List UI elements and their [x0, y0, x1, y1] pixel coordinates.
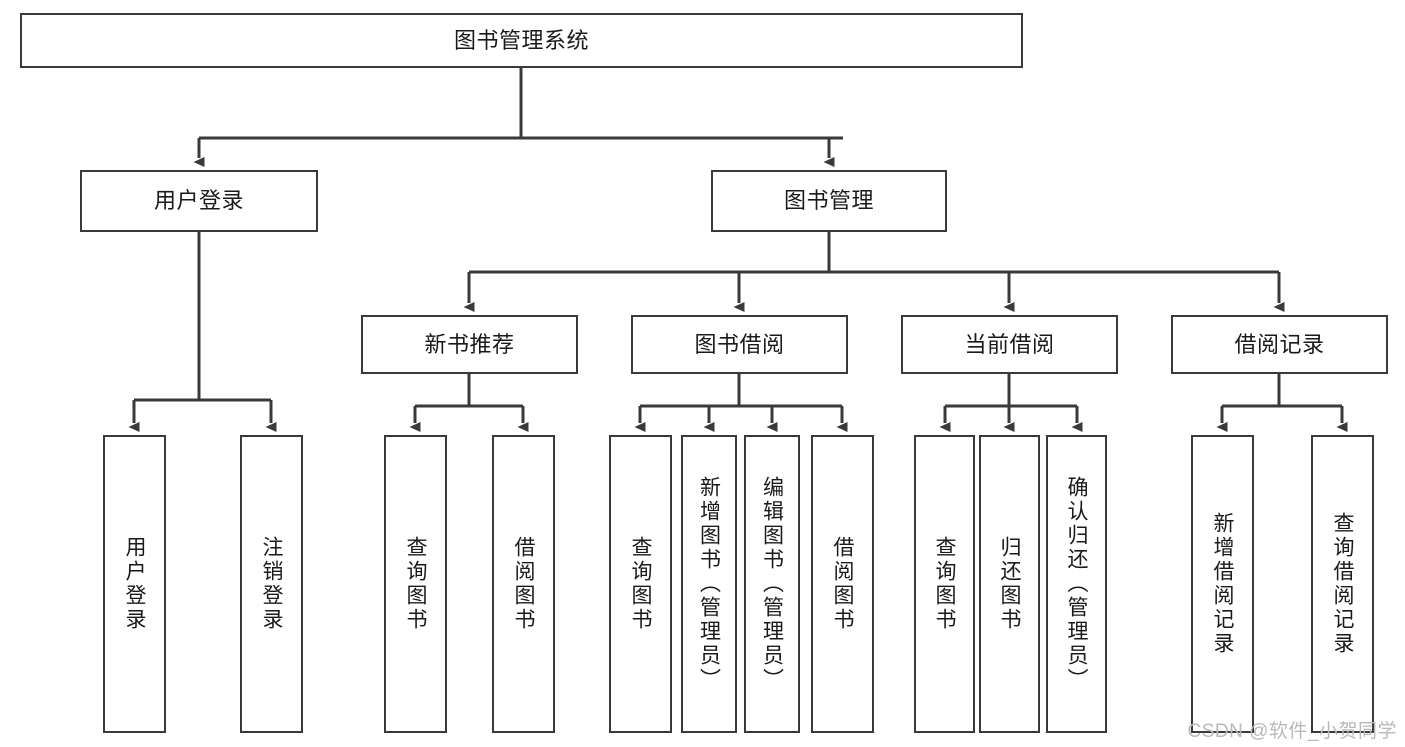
- node-leaf-query-book-1[interactable]: 查询图书: [384, 435, 447, 733]
- node-new-book-rec-label: 新书推荐: [424, 331, 515, 357]
- node-leaf-add-book[interactable]: 新增图书（管理员）: [681, 435, 737, 733]
- node-user-login-label: 用户登录: [153, 188, 244, 214]
- node-leaf-logout[interactable]: 注销登录: [240, 435, 303, 733]
- node-leaf-borrow-book-1-label: 借阅图书: [512, 536, 535, 632]
- node-borrow-record[interactable]: 借阅记录: [1171, 315, 1388, 374]
- node-leaf-borrow-book-1[interactable]: 借阅图书: [492, 435, 555, 733]
- node-book-manage[interactable]: 图书管理: [711, 170, 947, 232]
- node-leaf-borrow-book-2-label: 借阅图书: [831, 536, 854, 632]
- node-book-borrow-label: 图书借阅: [694, 331, 785, 357]
- node-leaf-query-book-1-label: 查询图书: [404, 536, 427, 632]
- node-borrow-record-label: 借阅记录: [1234, 331, 1325, 357]
- node-current-borrow[interactable]: 当前借阅: [901, 315, 1118, 374]
- node-leaf-confirm-return[interactable]: 确认归还（管理员）: [1046, 435, 1107, 733]
- node-leaf-query-record[interactable]: 查询借阅记录: [1311, 435, 1374, 733]
- node-leaf-query-book-3-label: 查询图书: [933, 536, 956, 632]
- node-leaf-user-login-label: 用户登录: [123, 536, 146, 632]
- node-leaf-return-book[interactable]: 归还图书: [979, 435, 1040, 733]
- node-user-login[interactable]: 用户登录: [80, 170, 318, 232]
- node-new-book-rec[interactable]: 新书推荐: [361, 315, 578, 374]
- node-leaf-edit-book[interactable]: 编辑图书（管理员）: [744, 435, 800, 733]
- node-root-label: 图书管理系统: [453, 27, 589, 53]
- node-root[interactable]: 图书管理系统: [20, 13, 1023, 68]
- node-leaf-query-book-2[interactable]: 查询图书: [609, 435, 672, 733]
- node-leaf-add-book-label: 新增图书（管理员）: [697, 476, 721, 692]
- node-leaf-add-record-label: 新增借阅记录: [1211, 512, 1234, 656]
- node-leaf-borrow-book-2[interactable]: 借阅图书: [811, 435, 874, 733]
- node-book-borrow[interactable]: 图书借阅: [631, 315, 848, 374]
- node-leaf-add-record[interactable]: 新增借阅记录: [1191, 435, 1254, 733]
- node-leaf-query-book-2-label: 查询图书: [629, 536, 652, 632]
- csdn-watermark: CSDN @软件_小贺同学: [1187, 721, 1397, 742]
- node-book-manage-label: 图书管理: [783, 188, 874, 214]
- node-leaf-query-record-label: 查询借阅记录: [1331, 512, 1354, 656]
- node-leaf-logout-label: 注销登录: [260, 536, 283, 632]
- node-leaf-confirm-return-label: 确认归还（管理员）: [1065, 476, 1088, 692]
- node-current-borrow-label: 当前借阅: [964, 331, 1055, 357]
- node-leaf-query-book-3[interactable]: 查询图书: [914, 435, 975, 733]
- node-leaf-user-login[interactable]: 用户登录: [103, 435, 166, 733]
- node-leaf-edit-book-label: 编辑图书（管理员）: [760, 476, 784, 692]
- node-leaf-return-book-label: 归还图书: [998, 536, 1021, 632]
